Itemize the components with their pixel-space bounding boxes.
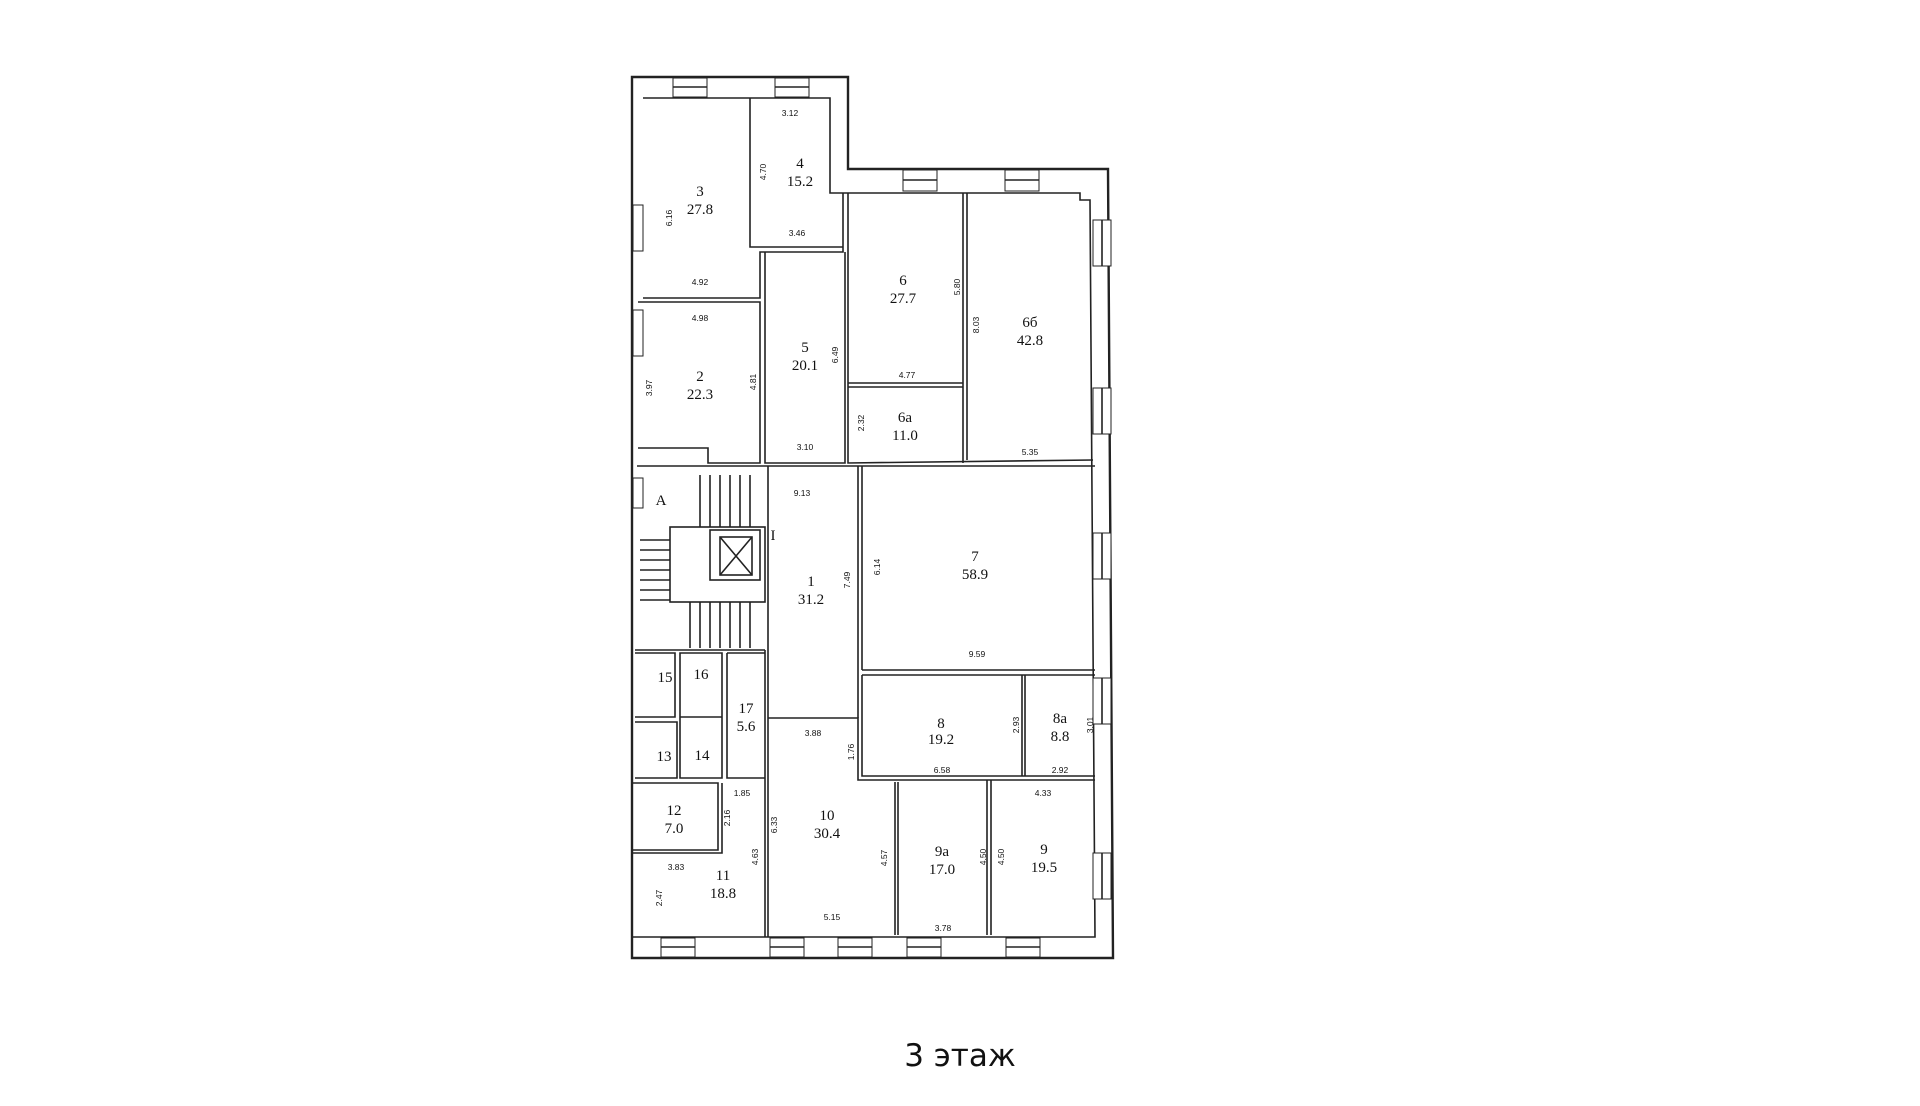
dimension: 4.50 bbox=[978, 848, 988, 865]
room-9a-number: 9а bbox=[935, 844, 950, 860]
room-6b-area: 42.8 bbox=[1017, 333, 1043, 349]
room-5-area: 20.1 bbox=[792, 358, 818, 374]
dimension: 4.33 bbox=[1035, 788, 1052, 798]
dimension: 5.35 bbox=[1022, 447, 1039, 457]
dimension: 7.49 bbox=[842, 571, 852, 588]
dimension: 6.58 bbox=[934, 765, 951, 775]
room-6b-number: 6б bbox=[1022, 315, 1038, 331]
floor-label: 3 этаж bbox=[904, 1038, 1016, 1074]
dimension: 3.46 bbox=[789, 228, 806, 238]
room-6a-area: 11.0 bbox=[892, 428, 918, 444]
room-8a-area: 8.8 bbox=[1051, 729, 1070, 745]
dimension: 2.47 bbox=[654, 889, 664, 906]
room-labels: 1 31.2 2 22.3 3 27.8 4 15.2 5 20.1 6 27.… bbox=[657, 156, 1070, 902]
dimension: 3.88 bbox=[805, 728, 822, 738]
dimension: 2.93 bbox=[1011, 716, 1021, 733]
dimension: 3.01 bbox=[1085, 716, 1095, 733]
inner-wall bbox=[632, 97, 1096, 938]
dimension: 3.97 bbox=[644, 379, 654, 396]
room-16-number: 16 bbox=[694, 667, 710, 683]
room-1-area: 31.2 bbox=[798, 592, 824, 608]
dimension: 4.98 bbox=[692, 313, 709, 323]
room-11-number: 11 bbox=[716, 868, 730, 884]
room-14-number: 14 bbox=[695, 748, 711, 764]
outer-wall bbox=[630, 75, 1115, 960]
room-9-number: 9 bbox=[1040, 842, 1048, 858]
dimension: 2.92 bbox=[1052, 765, 1069, 775]
dimension: 4.50 bbox=[996, 848, 1006, 865]
dimension: 3.10 bbox=[797, 442, 814, 452]
windows bbox=[632, 77, 1112, 958]
dimension: 8.03 bbox=[971, 316, 981, 333]
dimension: 9.59 bbox=[969, 649, 986, 659]
dimension: 4.63 bbox=[750, 848, 760, 865]
dimension: 5.80 bbox=[952, 278, 962, 295]
room-17-number: 17 bbox=[739, 701, 755, 717]
dimension: 4.70 bbox=[758, 163, 768, 180]
dimension: 6.14 bbox=[872, 558, 882, 575]
room-5-number: 5 bbox=[801, 340, 809, 356]
dimension: 4.92 bbox=[692, 277, 709, 287]
dimension-labels: 3.12 4.70 6.16 3.46 4.92 4.98 3.97 4.81 … bbox=[644, 108, 1095, 933]
room-13-number: 13 bbox=[657, 749, 672, 765]
dimension: 3.12 bbox=[782, 108, 799, 118]
room-3-area: 27.8 bbox=[687, 202, 713, 218]
room-2-number: 2 bbox=[696, 369, 704, 385]
room-7-area: 58.9 bbox=[962, 567, 988, 583]
dimension: 1.85 bbox=[734, 788, 751, 798]
room-6a-number: 6а bbox=[898, 410, 913, 426]
room-4-number: 4 bbox=[796, 156, 804, 172]
interior-walls bbox=[633, 98, 1095, 937]
room-1-number: 1 bbox=[807, 574, 815, 590]
dimension: 4.81 bbox=[748, 373, 758, 390]
dimension: 6.49 bbox=[830, 346, 840, 363]
room-6-area: 27.7 bbox=[890, 291, 917, 307]
dimension: 6.16 bbox=[664, 209, 674, 226]
room-2-area: 22.3 bbox=[687, 387, 713, 403]
room-9a-area: 17.0 bbox=[929, 862, 955, 878]
room-6-number: 6 bbox=[899, 273, 907, 289]
dimension: 3.78 bbox=[935, 923, 952, 933]
staircase: A I bbox=[640, 475, 776, 648]
room-7-number: 7 bbox=[971, 549, 979, 565]
dimension: 2.16 bbox=[722, 809, 732, 826]
room-10-number: 10 bbox=[820, 808, 835, 824]
room-4-area: 15.2 bbox=[787, 174, 813, 190]
room-15-number: 15 bbox=[658, 670, 673, 686]
room-8-area: 19.2 bbox=[928, 732, 954, 748]
room-12-number: 12 bbox=[667, 803, 682, 819]
section-marker: I bbox=[771, 528, 776, 544]
dimension: 3.83 bbox=[668, 862, 685, 872]
room-11-area: 18.8 bbox=[710, 886, 736, 902]
dimension: 6.33 bbox=[769, 816, 779, 833]
dimension: 1.76 bbox=[846, 743, 856, 760]
dimension: 9.13 bbox=[794, 488, 811, 498]
room-8a-number: 8а bbox=[1053, 711, 1068, 727]
dimension: 2.32 bbox=[856, 414, 866, 431]
room-8-number: 8 bbox=[937, 716, 945, 732]
stair-marker: A bbox=[656, 493, 667, 509]
room-12-area: 7.0 bbox=[665, 821, 684, 837]
dimension: 5.15 bbox=[824, 912, 841, 922]
room-3-number: 3 bbox=[696, 184, 704, 200]
room-17-area: 5.6 bbox=[737, 719, 756, 735]
room-10-area: 30.4 bbox=[814, 826, 841, 842]
room-9-area: 19.5 bbox=[1031, 860, 1057, 876]
dimension: 4.77 bbox=[899, 370, 916, 380]
dimension: 4.57 bbox=[879, 849, 889, 866]
